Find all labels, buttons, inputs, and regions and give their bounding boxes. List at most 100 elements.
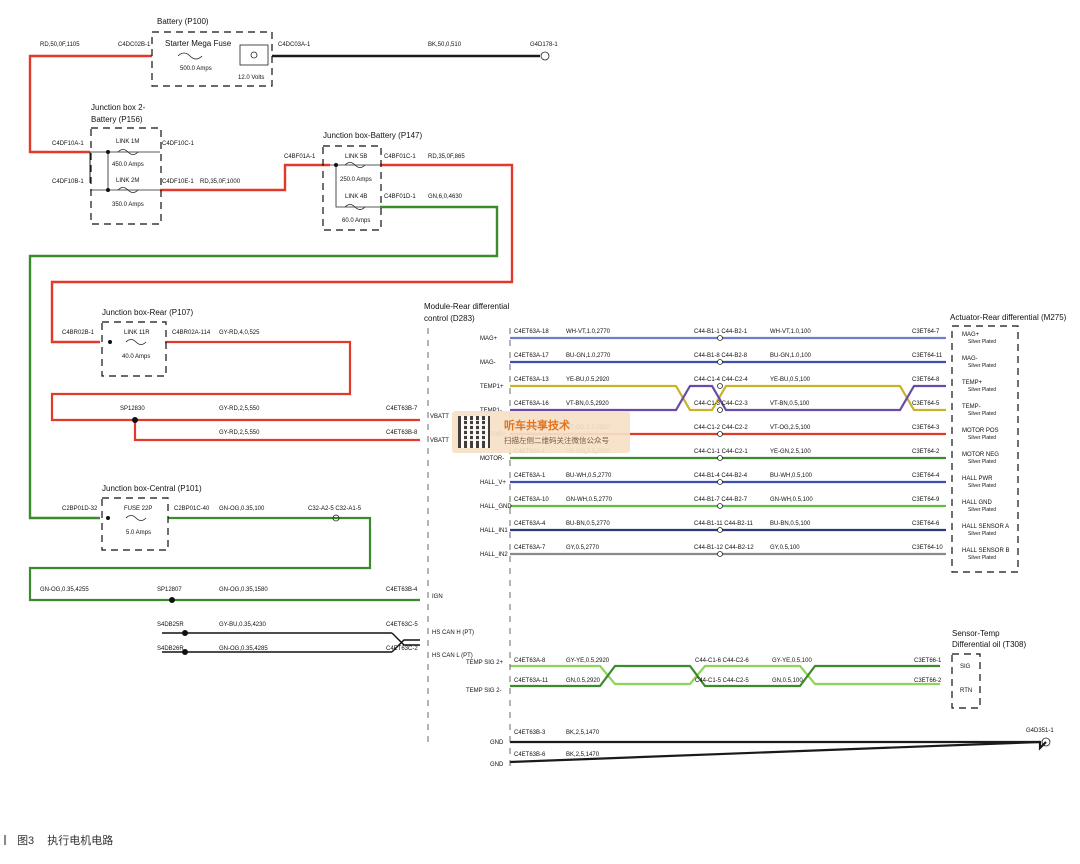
actuator-pin-sub-6: Silver Plated bbox=[968, 483, 996, 489]
label-gn-2920: GN,0.5,2920 bbox=[566, 678, 601, 684]
jb2-link1: LINK 1M bbox=[116, 139, 139, 145]
inline-0: C44-B1-1 C44-B2-1 bbox=[694, 329, 748, 335]
jbb-title: Junction box-Battery (P147) bbox=[323, 131, 422, 140]
watermark-badge: 听车共享技术 扫描左侧二维码关注微信公众号 bbox=[452, 411, 630, 453]
inline-connector-icon-3 bbox=[717, 407, 723, 413]
label-c4et63c2: C4ET63C-2 bbox=[386, 646, 418, 652]
battery-symbol bbox=[239, 44, 269, 66]
label-sp12830: SP12830 bbox=[120, 406, 145, 412]
jb2-link2-amps: 350.0 Amps bbox=[112, 202, 144, 208]
sensor-title-1: Sensor-Temp bbox=[952, 629, 1000, 638]
jbb-link2: LINK 4B bbox=[345, 194, 367, 200]
inline-connector-icon-4 bbox=[717, 431, 723, 437]
power-wires bbox=[28, 54, 1047, 764]
actuator-pin-7: HALL GND bbox=[962, 500, 992, 506]
signal-wire-3 bbox=[510, 384, 946, 412]
inline-connector-icon-8 bbox=[717, 527, 723, 533]
inline-connector-icon-9 bbox=[717, 551, 723, 557]
ground-g4d178-icon bbox=[540, 51, 550, 61]
inline-connector-icon-1 bbox=[717, 359, 723, 365]
inline-2: C44-C1-4 C44-C2-4 bbox=[694, 377, 748, 383]
actuator-pin-sub-5: Silver Plated bbox=[968, 459, 996, 465]
label-vbatt1: VBATT bbox=[430, 414, 449, 420]
battery-volts: 12.0 Volts bbox=[238, 75, 264, 81]
module-pin-5: MOTOR- bbox=[480, 456, 504, 462]
label-c44c16: C44-C1-6 C44-C2-6 bbox=[695, 658, 749, 664]
actuator-conn-8: C3ET64-6 bbox=[912, 521, 940, 527]
label-hscanl: HS CAN L (PT) bbox=[432, 653, 473, 659]
inline-6: C44-B1-4 C44-B2-4 bbox=[694, 473, 748, 479]
actuator-pin-sub-3: Silver Plated bbox=[968, 411, 996, 417]
label-bk-1470a: BK,2,5,1470 bbox=[566, 730, 600, 736]
jb2-link2: LINK 2M bbox=[116, 178, 139, 184]
label-rd-1105: RD,50,0F,1105 bbox=[40, 42, 80, 48]
label-c4df10a: C4DF10A-1 bbox=[52, 141, 84, 147]
label-c4et63a11: C4ET63A-11 bbox=[514, 678, 549, 684]
wire1-0: WH-VT,1.0,2770 bbox=[566, 329, 611, 335]
actuator-pin-5: MOTOR NEG bbox=[962, 452, 999, 458]
label-rd-865: RD,35,0F,865 bbox=[428, 154, 465, 160]
wire1-8: BU-BN,0.5,2770 bbox=[566, 521, 610, 527]
label-bk-1470b: BK,2,5,1470 bbox=[566, 752, 600, 758]
wire1-6: BU-WH,0.5,2770 bbox=[566, 473, 612, 479]
label-tempsig-minus: TEMP SIG 2- bbox=[466, 688, 502, 694]
label-c4df10c: C4DF10C-1 bbox=[162, 141, 195, 147]
label-c4bf01c: C4BF01C-1 bbox=[384, 154, 416, 160]
inline-connector-icon-2 bbox=[717, 383, 723, 389]
actuator-conn-4: C3ET64-3 bbox=[912, 425, 940, 431]
actuator-conn-1: C3ET64-11 bbox=[912, 353, 943, 359]
wire1-7: GN-WH,0.5,2770 bbox=[566, 497, 613, 503]
actuator-pin-8: HALL SENSOR A bbox=[962, 524, 1009, 530]
wire1-2: YE-BU,0.5,2920 bbox=[566, 377, 610, 383]
actuator-conn-5: C3ET64-2 bbox=[912, 449, 940, 455]
label-gn-100: GN,0.5,100 bbox=[772, 678, 803, 684]
inline-connector-icon-6 bbox=[717, 479, 723, 485]
wire2-2: YE-BU,0.5,100 bbox=[770, 377, 811, 383]
label-c4et63b7: C4ET63B-7 bbox=[386, 406, 418, 412]
jbr-title: Junction box-Rear (P107) bbox=[102, 308, 193, 317]
sensor-title-2: Differential oil (T308) bbox=[952, 640, 1026, 649]
label-c4et63c5: C4ET63C-5 bbox=[386, 622, 418, 628]
inline-connector-icon-7 bbox=[717, 503, 723, 509]
label-rd-1000: RD,35,0F,1000 bbox=[200, 179, 241, 185]
module-conn-0: C4ET63A-18 bbox=[514, 329, 549, 335]
label-c4et63b3: C4ET63B-3 bbox=[514, 730, 546, 736]
wire1-9: GY,0.5,2770 bbox=[566, 545, 600, 551]
label-s4db25r: S4DB25R bbox=[157, 622, 184, 628]
label-gnog-4285: GN-OG,0.35,4285 bbox=[219, 646, 268, 652]
actuator-pin-6: HALL PWR bbox=[962, 476, 993, 482]
label-c2bp01d: C2BP01D-32 bbox=[62, 506, 98, 512]
actuator-title: Actuator-Rear differential (M275) bbox=[950, 313, 1067, 322]
label-c4br02a: C4BR02A-114 bbox=[172, 330, 211, 336]
label-gnd2: GND bbox=[490, 762, 504, 768]
module-pin-2: TEMP1+ bbox=[480, 384, 504, 390]
actuator-pin-sub-8: Silver Plated bbox=[968, 531, 996, 537]
qr-code-icon bbox=[458, 416, 490, 448]
wire2-3: VT-BN,0.5,100 bbox=[770, 401, 810, 407]
actuator-pin-sub-9: Silver Plated bbox=[968, 555, 996, 561]
watermark-subtitle: 扫描左侧二维码关注微信公众号 bbox=[504, 436, 609, 445]
wire2-0: WH-VT,1.0,100 bbox=[770, 329, 811, 335]
label-gnog-4255: GN-OG,0.35,4255 bbox=[40, 587, 89, 593]
connector-c32-icon bbox=[332, 514, 340, 522]
wire-labels: RD,50,0F,1105 C4DC02B-1 C4DC03A-1 BK,50,… bbox=[40, 42, 1054, 768]
module-conn-3: C4ET63A-16 bbox=[514, 401, 549, 407]
wire2-4: VT-OG,2.5,100 bbox=[770, 425, 811, 431]
label-sp12807: SP12807 bbox=[157, 587, 182, 593]
jbc-fuse: FUSE 22P bbox=[124, 506, 152, 512]
module-pin-6: HALL_V+ bbox=[480, 480, 506, 486]
label-c4et63b8: C4ET63B-8 bbox=[386, 430, 418, 436]
actuator-pin-sub-0: Silver Plated bbox=[968, 339, 996, 345]
actuator-pin-sub-7: Silver Plated bbox=[968, 507, 996, 513]
module-conn-6: C4ET63A-1 bbox=[514, 473, 546, 479]
actuator-pin-sub-2: Silver Plated bbox=[968, 387, 996, 393]
wire2-1: BU-GN,1.0,100 bbox=[770, 353, 812, 359]
label-s4db26r: S4DB26R bbox=[157, 646, 184, 652]
label-tempsig-plus: TEMP SIG 2+ bbox=[466, 660, 504, 666]
module-pin-7: HALL_GND bbox=[480, 504, 512, 510]
jb2-link1-amps: 450.0 Amps bbox=[112, 162, 144, 168]
battery-fuse-amps: 500.0 Amps bbox=[180, 66, 212, 72]
jbb-link1-amps: 250.0 Amps bbox=[340, 177, 372, 183]
ground-g4d351-icon bbox=[1041, 737, 1051, 747]
